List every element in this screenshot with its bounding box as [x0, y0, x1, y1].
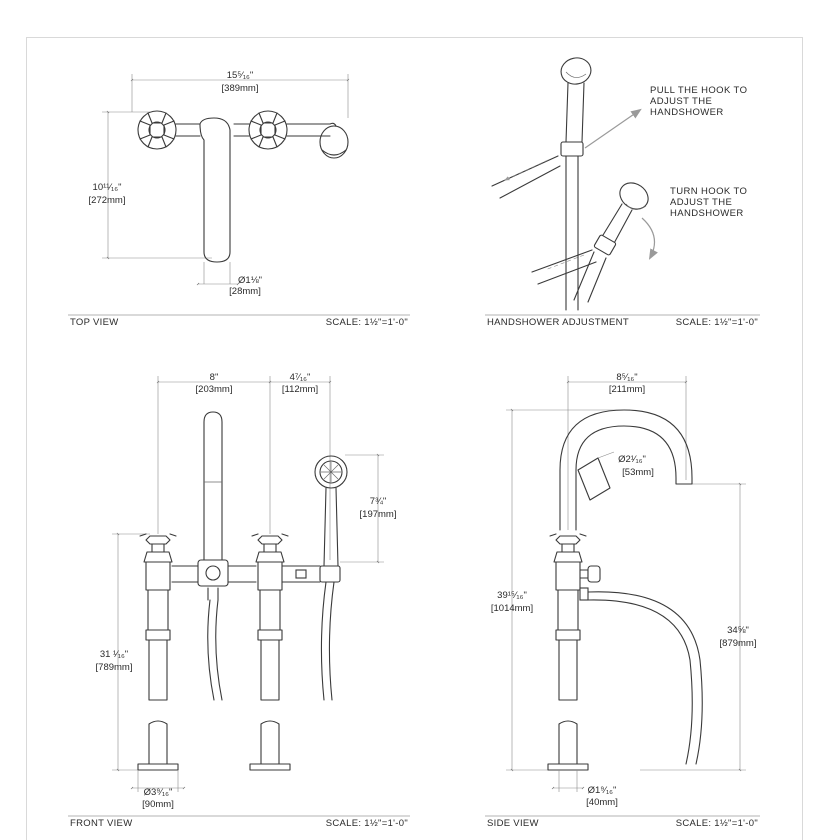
front-view-scale: SCALE: 1½"=1'-0": [326, 818, 408, 829]
front-height-in: 31 ¹⁄₁₆": [100, 649, 128, 660]
top-view: 15⁵⁄₁₆" [389mm] 10¹¹⁄₁₆" [272mm]: [68, 70, 410, 328]
side-view: 8⁵⁄₁₆" [211mm] 39¹⁵⁄₁₆" [1014mm] 34⅝" [8…: [485, 372, 760, 829]
top-left-cross-handle: [137, 110, 177, 150]
hs-turn-note-2: ADJUST THE: [670, 197, 732, 208]
side-spout-dim-line: [597, 451, 615, 459]
hs-pull-arrow: [584, 108, 642, 149]
side-diverter-stem: [579, 569, 589, 579]
hs-pull-note-2: ADJUST THE: [650, 96, 712, 107]
side-reach-in: 8⁵⁄₁₆": [616, 372, 637, 383]
front-handshower: [314, 455, 348, 701]
front-height-mm: [789mm]: [96, 662, 133, 673]
top-view-title: TOP VIEW: [70, 317, 119, 328]
front-offset-in: 4⁷⁄₁₆": [290, 372, 311, 383]
front-crossbar: [171, 565, 321, 583]
front-base-mm: [90mm]: [142, 799, 174, 810]
front-center-mm: [203mm]: [196, 384, 233, 395]
side-outlet-in: 34⅝": [727, 625, 749, 636]
hs-upper-hose: [491, 155, 561, 199]
side-outlet-mm: [879mm]: [720, 638, 757, 649]
front-hand-in: 7¾": [370, 496, 387, 507]
side-diverter-knob: [587, 565, 601, 583]
side-spout-dia-mm: [53mm]: [622, 467, 654, 478]
top-spout: [199, 117, 231, 263]
side-hose: [587, 591, 703, 765]
top-width-mm: [389mm]: [222, 83, 259, 94]
front-spout-hose: [207, 599, 223, 701]
hs-upper-handshower: [560, 57, 592, 311]
front-hand-mm: [197mm]: [360, 509, 397, 520]
top-width-in: 15⁵⁄₁₆": [227, 70, 254, 81]
top-handshower-neck: [319, 122, 337, 137]
side-height-mm: [1014mm]: [491, 603, 533, 614]
top-view-scale: SCALE: 1½"=1'-0": [326, 317, 408, 328]
top-spout-dia-in: Ø1⅛": [238, 275, 262, 286]
front-offset-mm: [112mm]: [282, 384, 318, 395]
front-center-body: [197, 559, 229, 587]
side-view-title: SIDE VIEW: [487, 818, 539, 829]
top-depth-mm: [272mm]: [89, 195, 126, 206]
top-right-cross-handle: [248, 110, 288, 150]
hs-lower-handshower: [573, 182, 649, 303]
front-view: 8" [203mm] 4⁷⁄₁₆" [112mm] 7¾" [197mm] 31…: [68, 372, 410, 829]
front-right-valve: [249, 533, 291, 771]
front-base-in: Ø3⁹⁄₁₆": [144, 787, 173, 798]
hs-view-scale: SCALE: 1½"=1'-0": [676, 317, 758, 328]
side-spout-dia-in: Ø2¹⁄₁₆": [618, 454, 646, 465]
hs-turn-arrow: [641, 217, 658, 260]
side-reach-mm: [211mm]: [609, 384, 645, 395]
front-spout: [203, 411, 223, 561]
side-hose-connector: [579, 587, 589, 601]
side-height-in: 39¹⁵⁄₁₆": [497, 590, 527, 601]
hs-pull-note-3: HANDSHOWER: [650, 107, 724, 118]
side-valve-column: [547, 533, 589, 771]
top-handshower-face: [321, 149, 347, 156]
side-spout-section: [577, 457, 611, 501]
side-view-scale: SCALE: 1½"=1'-0": [676, 818, 758, 829]
hs-turn-note-1: TURN HOOK TO: [670, 186, 747, 197]
front-center-in: 8": [210, 372, 219, 383]
hs-pull-note-1: PULL THE HOOK TO: [650, 85, 747, 96]
side-base-in: Ø1⁹⁄₁₆": [588, 785, 617, 796]
hs-upper-hose-arrow: [504, 159, 549, 181]
top-connecting-bar: [175, 123, 321, 137]
top-spout-dia-mm: [28mm]: [229, 286, 261, 297]
hs-turn-note-3: HANDSHOWER: [670, 208, 744, 219]
sheet-frame: [26, 37, 803, 840]
top-depth-in: 10¹¹⁄₁₆": [93, 182, 122, 193]
front-view-title: FRONT VIEW: [70, 818, 132, 829]
hs-lower-hose: [531, 249, 597, 285]
hs-view-title: HANDSHOWER ADJUSTMENT: [487, 317, 629, 328]
front-left-valve: [137, 533, 179, 771]
front-hand-connector: [295, 569, 307, 579]
front-spout-hose-cap: [207, 587, 219, 601]
front-center-nut: [205, 565, 221, 581]
side-base-mm: [40mm]: [586, 797, 618, 808]
side-gooseneck-spout: [559, 409, 693, 531]
top-handshower-head: [319, 125, 349, 159]
handshower-view: PULL THE HOOK TO ADJUST THE HANDSHOWER T…: [485, 57, 760, 328]
